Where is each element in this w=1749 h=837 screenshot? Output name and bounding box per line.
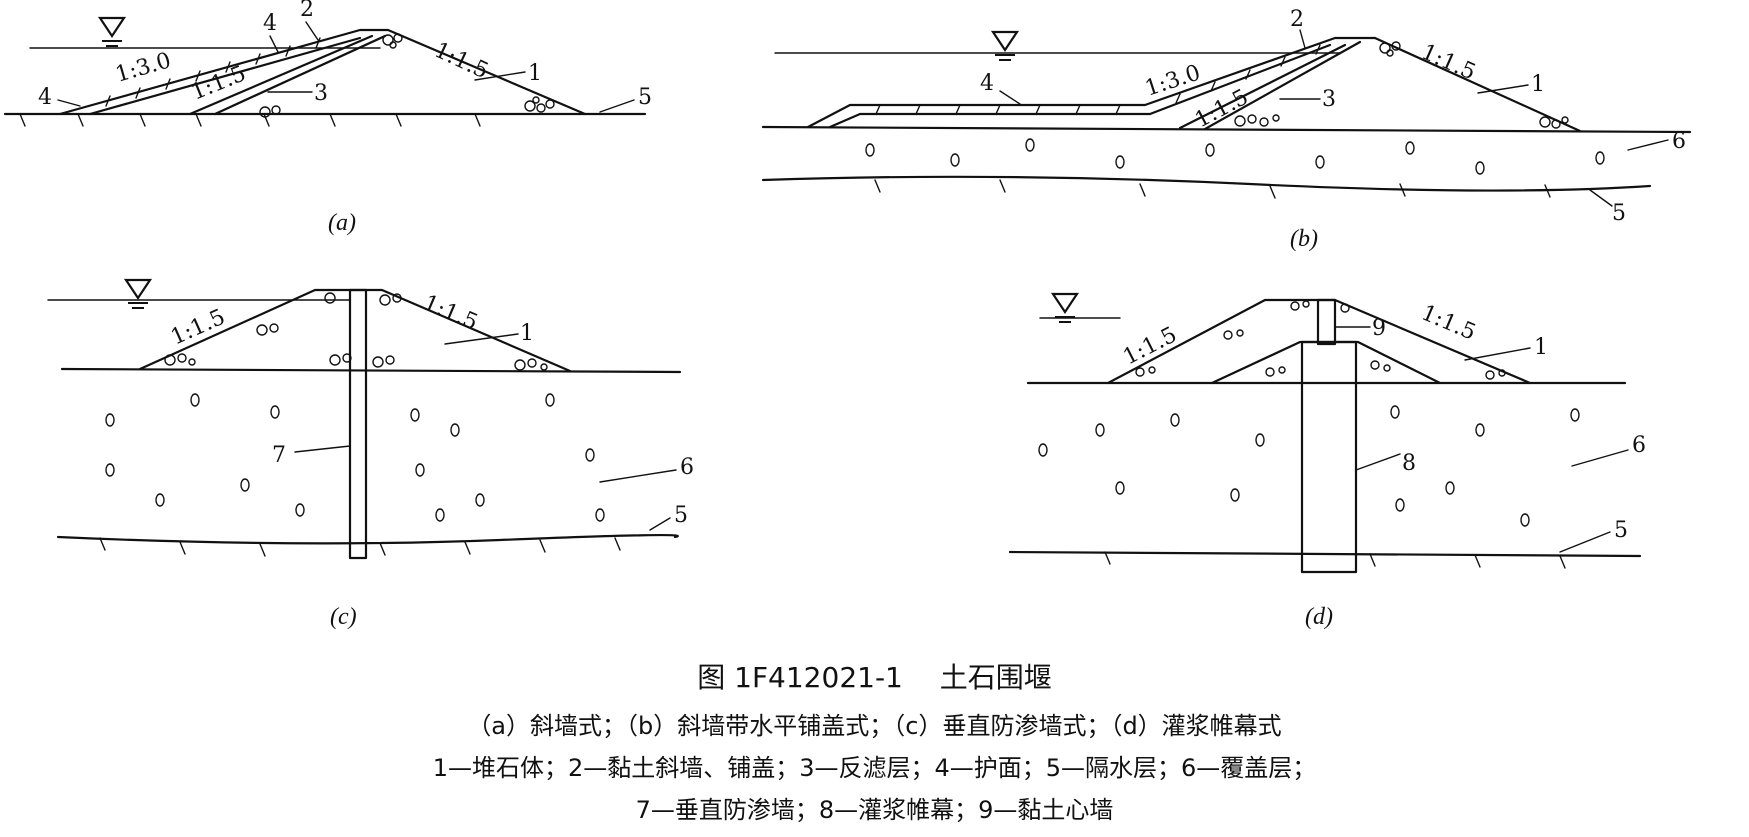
label-1: 1	[1531, 72, 1545, 97]
figure-legend-line-2: 1—堆石体；2—黏土斜墙、铺盖；3—反滤层；4—护面；5—隔水层；6—覆盖层；	[432, 754, 1317, 782]
overburden-texture	[865, 138, 1605, 175]
label-6: 6	[1632, 433, 1646, 458]
label-1: 1	[520, 321, 534, 346]
label-8: 8	[1402, 451, 1416, 476]
label-5: 5	[674, 503, 688, 528]
label-6: 6	[1672, 129, 1686, 154]
rock-texture	[259, 33, 555, 118]
impervious-line	[56, 533, 679, 545]
label-1: 1	[528, 61, 542, 86]
label-5: 5	[638, 85, 652, 110]
panel-d: 1:1.5 1:1.5 1 5 6 8 9 (d)	[1008, 292, 1646, 630]
rockfill-outline	[138, 288, 572, 373]
label-5: 5	[1614, 518, 1628, 543]
label-3: 3	[1322, 87, 1336, 112]
overburden-texture	[1038, 405, 1580, 527]
overburden-texture	[105, 393, 605, 522]
slope-label: 1:1.5	[188, 61, 250, 105]
grout-curtain	[1300, 340, 1358, 574]
figure-legend-line-3: 7—垂直防渗墙；8—灌浆帷幕；9—黏土心墙	[635, 796, 1114, 824]
clay-wall-inner	[88, 36, 362, 116]
impervious-marks	[99, 537, 621, 557]
impervious-marks	[1104, 551, 1566, 569]
panel-b: 1:3.0 1:1.5 1:1.5 1 2 3 4 5 6 (b)	[761, 7, 1692, 252]
clay-wall-hatch	[105, 37, 321, 107]
impervious-line	[761, 175, 1652, 192]
filter-layer-line-2	[213, 34, 387, 116]
clay-blanket-top	[806, 36, 1377, 129]
slope-label: 1:1.5	[1418, 40, 1480, 86]
panel-caption: (c)	[330, 604, 357, 630]
clay-core-wall	[1316, 298, 1337, 346]
slope-label: 1:1.5	[1119, 322, 1181, 370]
slope-label: 1:1.5	[420, 291, 482, 336]
label-5: 5	[1612, 201, 1626, 226]
impervious-marks	[874, 179, 1551, 199]
water-level-icon	[124, 278, 152, 310]
impervious-marks	[19, 113, 481, 127]
panel-caption: (d)	[1305, 604, 1333, 630]
label-1: 1	[1534, 335, 1548, 360]
label-3: 3	[314, 81, 328, 106]
label-9: 9	[1372, 316, 1386, 341]
water-level-icon	[991, 30, 1019, 62]
label-4: 4	[263, 11, 277, 36]
filter-layer-line-1	[1178, 43, 1347, 130]
clay-core-base	[1210, 340, 1442, 385]
water-level-icon	[98, 16, 126, 48]
label-2: 2	[1290, 7, 1304, 32]
panel-a: 1:3.0 1:1.5 1:1.5 1 2 3 4 4 5 (a)	[3, 0, 652, 236]
label-4: 4	[980, 71, 994, 96]
figure-title: 图 1F412021-1 土石围堰	[697, 661, 1052, 694]
rockfill-outline	[58, 28, 587, 116]
panel-caption: (b)	[1290, 226, 1318, 252]
impervious-line	[1008, 550, 1642, 558]
rock-texture	[164, 292, 548, 371]
slope-label: 1:1.5	[430, 38, 492, 84]
slope-label: 1:1.5	[1191, 85, 1253, 134]
clay-blanket-bottom	[828, 43, 1332, 129]
water-level-icon	[1051, 292, 1079, 324]
label-6: 6	[680, 455, 694, 480]
rockfill-downstream	[1373, 36, 1582, 133]
filter-layer-line-1	[188, 34, 374, 116]
filter-layer-line-2	[1203, 40, 1362, 131]
figure-legend-line-1: （a）斜墙式；（b）斜墙带水平铺盖式；（c）垂直防渗墙式；（d）灌浆帷幕式	[467, 712, 1282, 740]
ground-line	[60, 367, 682, 374]
cutoff-wall	[348, 288, 368, 560]
label-7: 7	[272, 443, 286, 468]
panel-c: 1:1.5 1:1.5 1 5 6 7 (c)	[47, 278, 694, 630]
slope-label: 1:3.0	[113, 48, 174, 88]
ground-line	[761, 125, 1692, 134]
panel-caption: (a)	[328, 210, 356, 236]
rockfill-outline	[1106, 298, 1532, 385]
label-4: 4	[38, 85, 52, 110]
rock-texture	[1234, 41, 1569, 129]
blanket-hatch	[875, 44, 1321, 115]
rock-texture	[1135, 300, 1506, 380]
label-2: 2	[300, 0, 314, 22]
